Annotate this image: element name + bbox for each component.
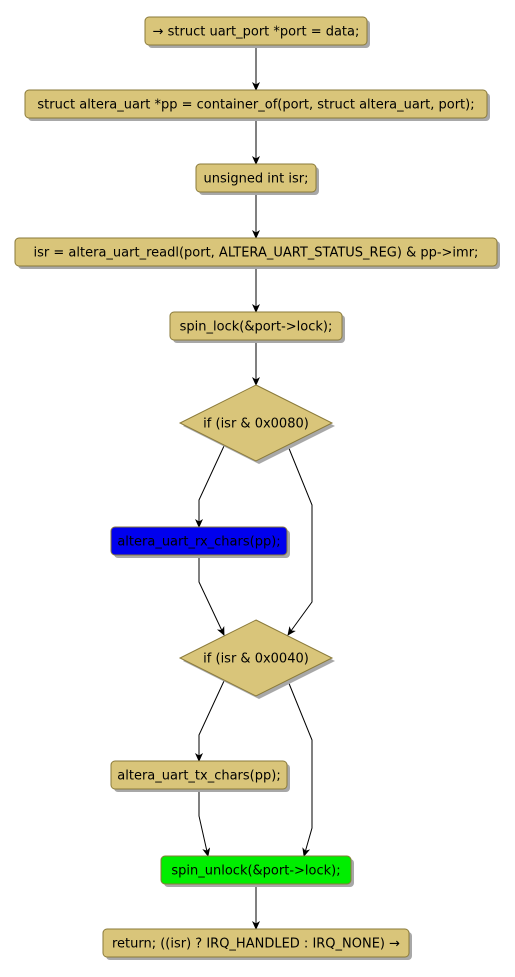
node-box [14, 237, 498, 267]
node-label: → struct uart_port *port = data; [153, 25, 360, 40]
node-label: altera_uart_rx_chars(pp); [117, 535, 280, 550]
node-diamond [178, 619, 334, 697]
edge-d1-to-d2 [287, 445, 313, 636]
node-label: unsigned int isr; [204, 172, 309, 187]
node-box [24, 89, 488, 119]
node-box [110, 760, 288, 790]
node-label: spin_unlock(&port->lock); [171, 864, 340, 879]
edge-n6-to-d2 [198, 555, 225, 636]
node-box [144, 16, 368, 46]
node-label: isr = altera_uart_readl(port, ALTERA_UAR… [34, 246, 479, 261]
node-label: spin_lock(&port->lock); [180, 320, 333, 335]
statement-node-n7: altera_uart_tx_chars(pp); [110, 760, 290, 792]
node-label: struct altera_uart *pp = container_of(po… [37, 98, 474, 113]
node-label: altera_uart_tx_chars(pp); [117, 769, 280, 784]
edge-d2-to-n7 [195, 680, 225, 762]
decision-node-d2: if (isr & 0x0040) [178, 619, 335, 699]
decision-node-d1: if (isr & 0x0080) [178, 384, 335, 464]
edge-d1-to-n6 [195, 445, 225, 528]
statement-node-n6: altera_uart_rx_chars(pp); [110, 526, 290, 558]
node-box [195, 163, 317, 193]
statement-node-n9: return; ((isr) ? IRQ_HANDLED : IRQ_NONE)… [102, 928, 412, 960]
node-box [102, 928, 410, 958]
statement-node-n5: spin_lock(&port->lock); [169, 311, 345, 343]
statement-node-n3: unsigned int isr; [195, 163, 319, 195]
node-box [160, 855, 352, 885]
statement-node-n2: struct altera_uart *pp = container_of(po… [24, 89, 490, 121]
node-label: return; ((isr) ? IRQ_HANDLED : IRQ_NONE)… [112, 937, 400, 952]
statement-node-n1: → struct uart_port *port = data; [144, 16, 370, 48]
statement-node-n8: spin_unlock(&port->lock); [160, 855, 354, 887]
statement-node-n4: isr = altera_uart_readl(port, ALTERA_UAR… [14, 237, 500, 269]
node-box [169, 311, 343, 341]
node-box [110, 526, 288, 556]
edge-d2-to-n8 [287, 680, 313, 857]
edge-n7-to-n8 [198, 789, 211, 857]
node-label: if (isr & 0x0080) [203, 417, 309, 432]
node-diamond [178, 384, 334, 462]
node-label: if (isr & 0x0040) [203, 652, 309, 667]
